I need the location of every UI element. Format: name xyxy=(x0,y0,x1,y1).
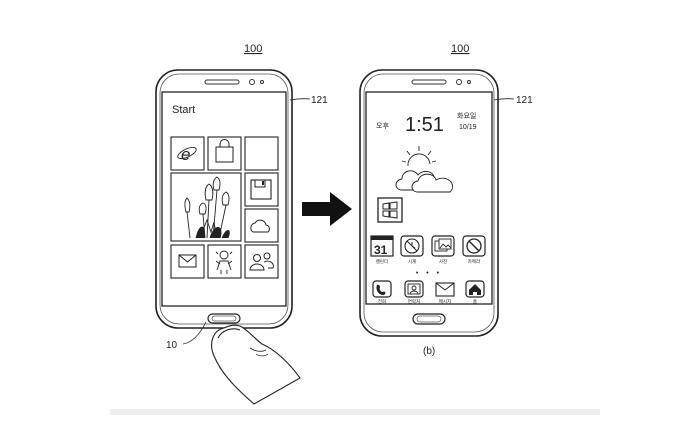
weather-sun-cloud-icon xyxy=(395,146,454,193)
phone-icon xyxy=(376,284,386,295)
leader-121-b xyxy=(493,98,515,101)
app-label-clock: 시계 xyxy=(408,258,416,265)
internet-explorer-icon: e xyxy=(181,145,190,164)
app-label-camera: 카메라 xyxy=(468,258,481,265)
dock-contacts[interactable]: 연락처 xyxy=(404,280,424,305)
ref-screen-a: 121 xyxy=(311,95,328,106)
home-button-a[interactable] xyxy=(207,313,241,324)
dock-home[interactable]: 홈 xyxy=(465,280,485,304)
app-calendar[interactable]: 31 캘린더 xyxy=(370,235,394,265)
transition-arrow xyxy=(302,192,352,226)
front-camera-a xyxy=(249,79,255,85)
dock-phone[interactable]: 전화 xyxy=(372,280,392,305)
tile-save[interactable] xyxy=(244,172,279,207)
leader-121-a xyxy=(289,98,311,101)
envelope-icon xyxy=(178,254,197,268)
windows-logo-icon xyxy=(382,201,398,219)
ref-device-a: 100 xyxy=(244,43,262,55)
tile-browser[interactable] xyxy=(170,136,205,171)
app-label-calendar: 캘린더 xyxy=(376,258,388,265)
windows-switch-tile[interactable] xyxy=(377,197,403,223)
calendar-header xyxy=(371,236,393,240)
leader-10 xyxy=(182,321,207,345)
ref-device-b: 100 xyxy=(451,43,469,55)
app-clock[interactable]: 시계 xyxy=(400,235,424,265)
calendar-number: 31 xyxy=(374,243,388,257)
dock-label-message: 메시지 xyxy=(439,298,451,305)
page-indicator: • • • xyxy=(416,270,442,277)
clock-ampm: 오후 xyxy=(376,122,389,130)
front-camera-b xyxy=(456,79,462,85)
contacts-icon xyxy=(407,283,421,295)
clock-time: 1:51 xyxy=(405,114,444,136)
dock-message[interactable]: 메시지 xyxy=(435,282,455,305)
device-a: 100 Start e xyxy=(155,43,328,405)
ref-screen-b: 121 xyxy=(516,95,533,106)
ref-button-a: 10 xyxy=(166,340,178,351)
cloud-icon xyxy=(250,219,270,233)
clock-hands xyxy=(406,240,418,252)
contacts-app-frame xyxy=(404,280,424,298)
app-camera[interactable]: 카메라 xyxy=(462,235,486,265)
home-button-inner-a xyxy=(211,315,237,322)
phone-bezel-b xyxy=(363,73,495,333)
start-label: Start xyxy=(172,104,195,116)
device-b: 100 오후 1:51 화요일 10/19 xyxy=(359,43,533,357)
shopping-bag-icon xyxy=(215,139,234,163)
tulip-photo-icon xyxy=(184,176,230,239)
tile-games[interactable] xyxy=(207,244,242,279)
finger-illustration xyxy=(211,324,301,405)
home-icon xyxy=(469,284,481,295)
dock-label-contacts: 연락처 xyxy=(408,298,420,305)
speaker-grille-a xyxy=(204,79,240,85)
ie-ring xyxy=(177,146,197,160)
people-icon xyxy=(249,252,274,271)
tile-store[interactable] xyxy=(207,136,242,171)
clock-date: 10/19 xyxy=(459,124,477,131)
phone-bezel-a xyxy=(159,73,289,325)
camera-slash xyxy=(468,240,480,252)
home-button-inner-b xyxy=(416,315,442,323)
floppy-disk-icon xyxy=(250,179,272,200)
clock-weekday: 화요일 xyxy=(457,111,476,120)
game-character-icon xyxy=(215,250,233,274)
sensor-b xyxy=(467,80,471,84)
dock-label-phone: 전화 xyxy=(378,298,386,305)
photo-icon xyxy=(434,238,452,252)
message-flap xyxy=(435,282,455,291)
sensor-a xyxy=(260,80,264,84)
tile-blank[interactable] xyxy=(244,136,279,171)
tile-people[interactable] xyxy=(244,244,279,279)
home-button-b[interactable] xyxy=(412,313,446,325)
dock-label-home: 홈 xyxy=(473,298,477,304)
app-label-photo: 사진 xyxy=(439,258,447,265)
caption-b: (b) xyxy=(423,346,435,357)
app-photo[interactable]: 사진 xyxy=(431,235,455,265)
speaker-grille-b xyxy=(411,79,447,85)
tile-cloud[interactable] xyxy=(244,208,279,243)
